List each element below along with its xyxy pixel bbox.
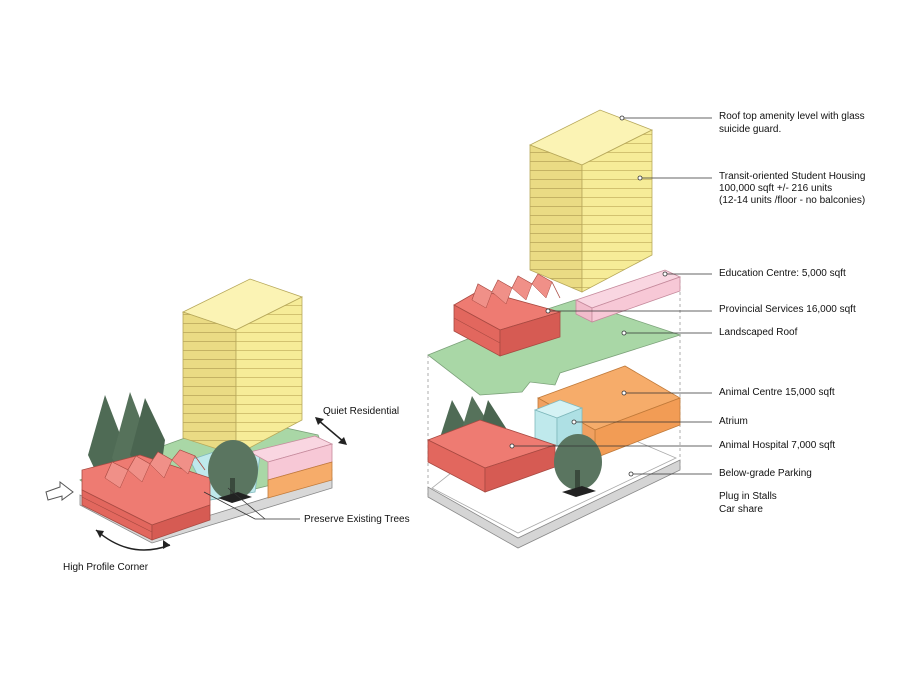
label-high-profile-corner: High Profile Corner — [63, 562, 149, 573]
label-housing-2: 100,000 sqft +/- 216 units — [719, 183, 833, 194]
right-animal-hospital — [427, 419, 557, 493]
label-quiet-residential: Quiet Residential — [323, 406, 400, 417]
label-landscaped-roof: Landscaped Roof — [719, 327, 798, 338]
label-preserve-trees: Preserve Existing Trees — [304, 514, 410, 525]
right-model — [427, 109, 712, 549]
left-hospital-block — [81, 449, 211, 541]
left-trees — [88, 392, 165, 472]
right-tower — [529, 109, 653, 293]
left-tower — [181, 278, 304, 456]
right-parking-slab — [427, 459, 681, 549]
left-model — [45, 278, 347, 551]
left-education-bar — [248, 435, 334, 499]
left-preserved-tree — [208, 440, 258, 503]
right-leaders — [512, 117, 712, 475]
label-atrium: Atrium — [719, 416, 748, 427]
label-parking: Below-grade Parking — [719, 468, 812, 479]
right-leader-dots — [509, 115, 668, 477]
label-animal-centre: Animal Centre 15,000 sqft — [719, 387, 835, 398]
label-education: Education Centre: 5,000 sqft — [719, 268, 846, 279]
right-provincial-block — [453, 273, 562, 357]
label-housing-3: (12-14 units /floor - no balconies) — [719, 195, 866, 206]
label-roof-amenity-2: suicide guard. — [719, 124, 782, 135]
preserve-leader-1 — [203, 491, 300, 520]
corner-curved-arrow-icon — [95, 529, 171, 551]
label-plug-in: Plug in Stalls — [719, 491, 777, 502]
label-housing-1: Transit-oriented Student Housing — [719, 171, 866, 182]
right-atrium — [533, 399, 584, 447]
label-animal-hospital: Animal Hospital 7,000 sqft — [719, 440, 836, 451]
label-provincial: Provincial Services 16,000 sqft — [719, 304, 856, 315]
preserve-leader-2 — [227, 487, 266, 520]
label-roof-amenity-1: Roof top amenity level with glass — [719, 111, 865, 122]
label-car-share: Car share — [719, 504, 763, 515]
left-entry-arrow-icon — [45, 480, 74, 501]
right-preserved-tree — [554, 434, 602, 497]
residential-double-arrow-icon — [315, 417, 347, 445]
